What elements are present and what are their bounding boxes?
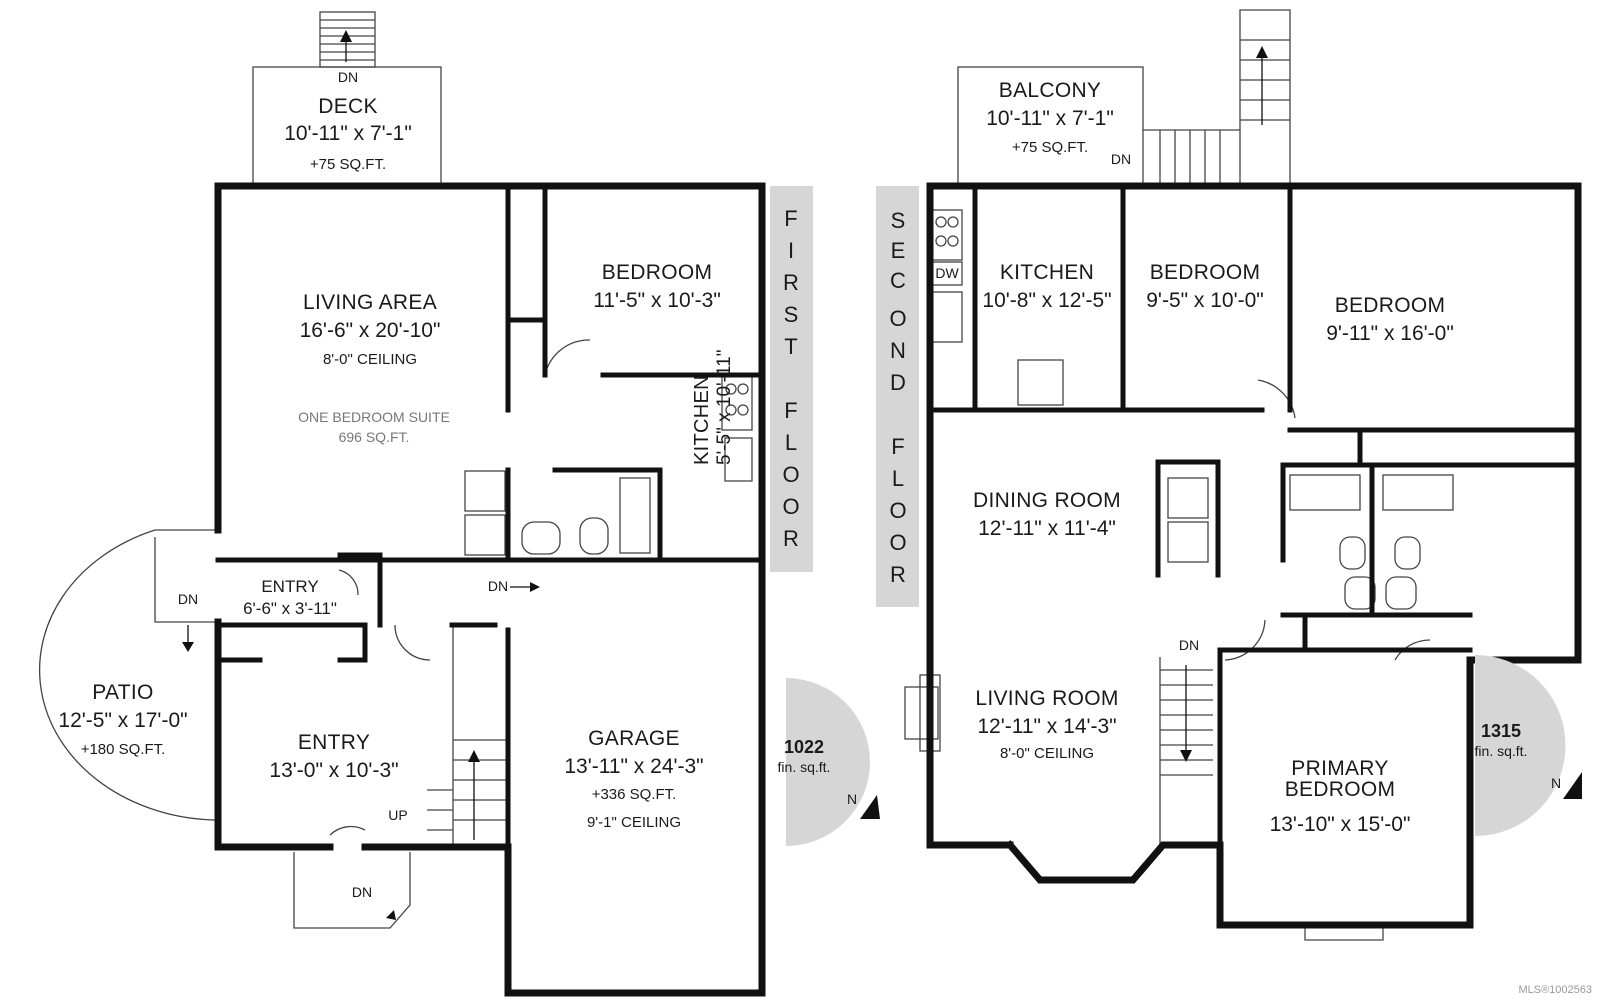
primary-bedroom-name: PRIMARY BEDROOM xyxy=(1284,757,1396,801)
second-floor-label-char: O xyxy=(889,306,907,331)
balcony-stair-dn: DN xyxy=(1110,151,1132,167)
first-floor-label-char: F xyxy=(784,398,798,423)
kitchen-label: KITCHEN 5'-5" x 10'-11" xyxy=(690,350,737,465)
second-floor-label-char: R xyxy=(890,562,906,587)
living-area-dims: 16'-6" x 20'-10" xyxy=(299,319,441,342)
living-room-ceiling: 8'-0" CEILING xyxy=(999,745,1095,762)
first-floor-label-char: S xyxy=(783,302,799,327)
suite-sqft: 696 SQ.FT. xyxy=(338,429,410,445)
second-floor-label-char: C xyxy=(890,268,906,293)
first-floor-label-char: L xyxy=(784,430,798,455)
entry-small-name: ENTRY xyxy=(261,577,319,596)
bedroom-dims: 11'-5" x 10'-3" xyxy=(593,289,721,312)
bedroom-b-dims: 9'-11" x 16'-0" xyxy=(1326,322,1454,345)
dining-room-name: DINING ROOM xyxy=(973,489,1121,512)
north-and-stair-arrows xyxy=(182,30,1582,920)
patio-name: PATIO xyxy=(92,681,154,704)
kitchen-dims: 5'-5" x 10'-11" xyxy=(714,349,735,465)
bedroom-b-name: BEDROOM xyxy=(1334,294,1446,317)
balcony-sqft: +75 SQ.FT. xyxy=(1011,139,1089,156)
watermark: MLS®1002563 xyxy=(1518,984,1592,996)
kitchen2-dims: 10'-8" x 12'-5" xyxy=(982,289,1112,312)
deck-sqft: +75 SQ.FT. xyxy=(309,156,387,173)
patio-stair-dn: DN xyxy=(177,591,199,607)
entry-name: ENTRY xyxy=(297,731,371,754)
entry-dims: 13'-0" x 10'-3" xyxy=(269,759,399,782)
first-floor-label: F xyxy=(784,206,798,231)
deck-name: DECK xyxy=(318,95,378,118)
exterior-walls xyxy=(214,182,1582,997)
second-floor-label-char: O xyxy=(889,530,907,555)
garage-ceiling: 9'-1" CEILING xyxy=(586,814,682,831)
interior-walls xyxy=(215,183,1581,850)
front-stair-dn: DN xyxy=(351,884,373,900)
suite-name: ONE BEDROOM SUITE xyxy=(298,409,450,425)
deck-stair-dn: DN xyxy=(337,69,359,85)
second-floor-label-char: E xyxy=(890,238,906,263)
first-floor-label-char: R xyxy=(783,526,799,551)
kitchen-name: KITCHEN xyxy=(691,375,713,465)
second-floor-label-char: D xyxy=(890,370,906,395)
dining-room-dims: 12'-11" x 11'-4" xyxy=(978,517,1116,540)
second-floor-area: 1315 xyxy=(1480,721,1522,741)
second-floor-label-char: O xyxy=(889,498,907,523)
stair-dn-second: DN xyxy=(1178,637,1200,653)
living-area-ceiling: 8'-0" CEILING xyxy=(322,351,418,368)
second-floor-label: S xyxy=(890,208,906,233)
floor-plan-thin-lines xyxy=(39,9,1454,941)
balcony-name: BALCONY xyxy=(998,79,1102,102)
first-floor-band xyxy=(770,186,813,572)
first-floor-label-char: O xyxy=(782,462,800,487)
deck-dims: 10'-11" x 7'-1" xyxy=(284,122,412,145)
first-floor-label-char: I xyxy=(787,238,795,263)
patio-dims: 12'-5" x 17'-0" xyxy=(58,709,188,732)
first-floor-north: N xyxy=(846,791,858,807)
first-floor-label-char: T xyxy=(784,334,798,359)
bedroom-a-name: BEDROOM xyxy=(1149,261,1261,284)
second-floor-label-char: F xyxy=(891,434,905,459)
entry-small-dims: 6'-6" x 3'-11" xyxy=(243,599,337,618)
first-floor-label-char: R xyxy=(783,270,799,295)
second-floor-label-char: N xyxy=(890,338,906,363)
kitchen2-name: KITCHEN xyxy=(999,261,1095,284)
second-floor-band xyxy=(876,186,919,607)
stair-up: UP xyxy=(388,807,408,823)
second-floor-north: N xyxy=(1550,775,1562,791)
area-badges xyxy=(786,655,1566,846)
patio-sqft: +180 SQ.FT. xyxy=(80,741,166,758)
first-floor-label-char: O xyxy=(782,494,800,519)
bedroom-a-dims: 9'-5" x 10'-0" xyxy=(1146,289,1264,312)
first-floor-area-unit: fin. sq.ft. xyxy=(777,759,831,775)
garage-stair-dn: DN xyxy=(487,578,509,594)
garage-sqft: +336 SQ.FT. xyxy=(591,786,677,803)
living-area-name: LIVING AREA xyxy=(302,291,438,314)
second-floor-label-char: L xyxy=(891,466,905,491)
balcony-dims: 10'-11" x 7'-1" xyxy=(986,107,1114,130)
living-room-name: LIVING ROOM xyxy=(975,687,1119,710)
living-room-dims: 12'-11" x 14'-3" xyxy=(977,715,1117,738)
garage-name: GARAGE xyxy=(588,727,680,750)
garage-dims: 13'-11" x 24'-3" xyxy=(564,755,704,778)
second-floor-area-unit: fin. sq.ft. xyxy=(1474,743,1528,759)
arrow-stems xyxy=(187,42,1263,840)
dishwasher-label: DW xyxy=(935,265,959,281)
primary-bedroom-dims: 13'-10" x 15'-0" xyxy=(1269,813,1411,836)
first-floor-area: 1022 xyxy=(783,737,825,757)
bedroom-name: BEDROOM xyxy=(601,261,713,284)
